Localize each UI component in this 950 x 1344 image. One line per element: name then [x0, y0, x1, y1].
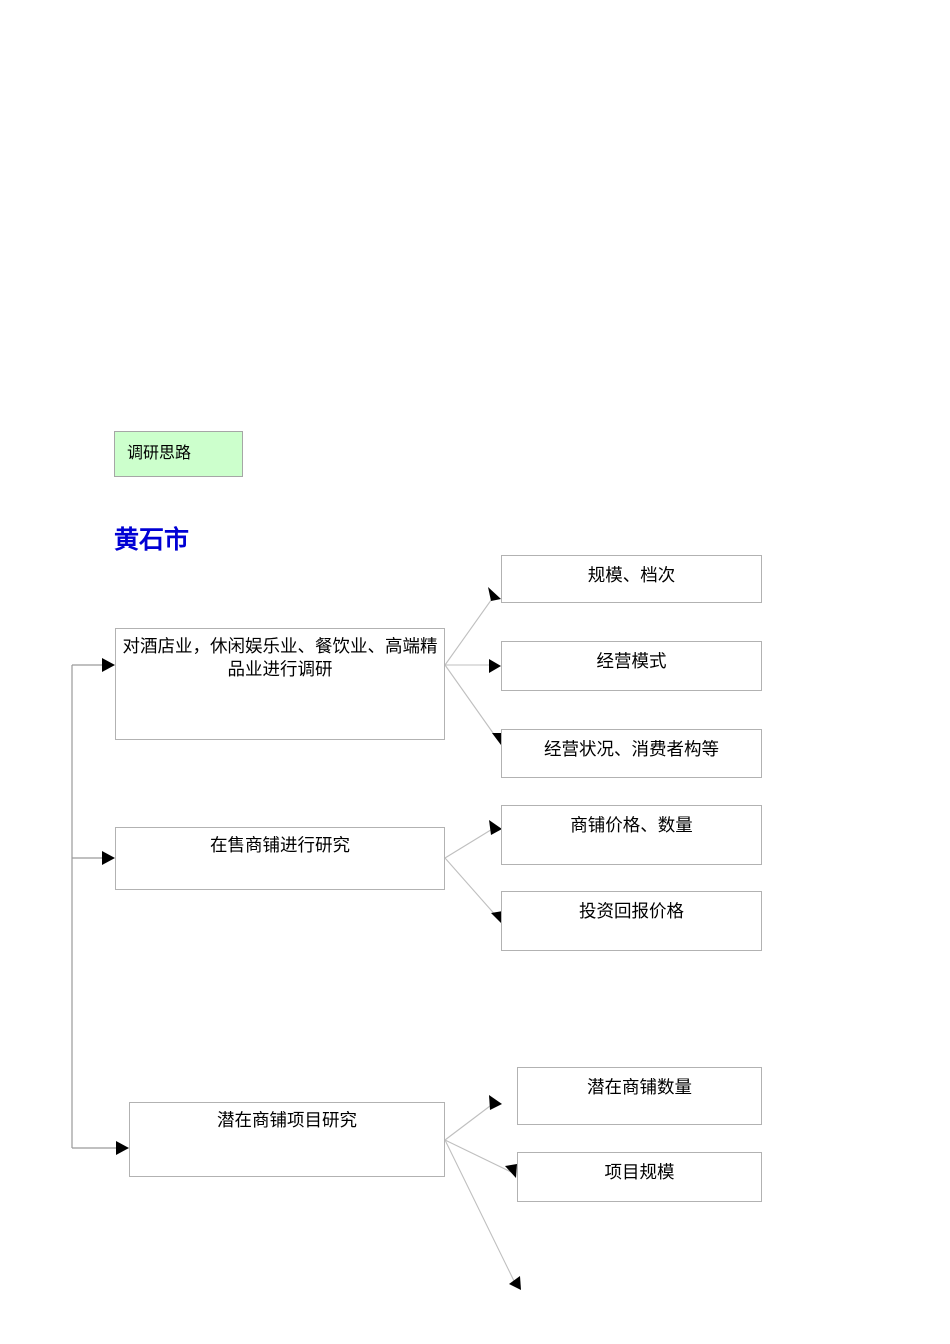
node-leaf-3-2-label: 项目规模 — [604, 1162, 675, 1182]
branch3-arrow-1 — [489, 1095, 502, 1110]
feeder-arrow-3 — [116, 1141, 129, 1155]
feeder-arrow-1 — [102, 658, 115, 672]
node-leaf-2-1[interactable]: 商铺价格、数量 — [501, 805, 762, 865]
node-main-branch-2[interactable]: 在售商铺进行研究 — [115, 827, 445, 890]
node-leaf-2-2-label: 投资回报价格 — [579, 901, 684, 921]
branch2-line-2 — [444, 857, 499, 919]
legend-box: 调研思路 — [114, 431, 243, 477]
branch3-line-2 — [444, 1139, 512, 1173]
node-leaf-1-2[interactable]: 经营模式 — [501, 641, 762, 691]
node-leaf-2-2[interactable]: 投资回报价格 — [501, 891, 762, 951]
node-main-branch-3-label: 潜在商铺项目研究 — [217, 1110, 357, 1130]
node-main-branch-2-label: 在售商铺进行研究 — [210, 835, 350, 855]
branch1-arrow-1 — [488, 587, 501, 601]
branch3-arrow-3 — [509, 1276, 521, 1290]
node-leaf-3-1-label: 潜在商铺数量 — [587, 1077, 692, 1097]
node-leaf-3-2[interactable]: 项目规模 — [517, 1152, 762, 1202]
branch3-line-1 — [444, 1102, 495, 1141]
node-leaf-3-1[interactable]: 潜在商铺数量 — [517, 1067, 762, 1125]
node-leaf-1-3[interactable]: 经营状况、消费者构等 — [501, 729, 762, 778]
node-leaf-2-1-label: 商铺价格、数量 — [570, 815, 693, 835]
branch3-line-3 — [444, 1139, 517, 1286]
feeder-arrow-2 — [102, 851, 115, 865]
node-main-branch-3[interactable]: 潜在商铺项目研究 — [129, 1102, 445, 1177]
node-leaf-1-2-label: 经营模式 — [596, 651, 667, 671]
branch3-arrow-2 — [505, 1164, 517, 1178]
node-leaf-1-1[interactable]: 规模、档次 — [501, 555, 762, 603]
node-leaf-1-1-label: 规模、档次 — [587, 565, 676, 585]
node-main-branch-1-label: 对酒店业，休闲娱乐业、餐饮业、高端精品业进行调研 — [122, 636, 438, 680]
branch2-line-1 — [444, 827, 495, 859]
branch1-line-1 — [444, 595, 495, 666]
branch1-line-3 — [444, 664, 499, 741]
page-title: 黄石市 — [114, 527, 190, 554]
legend-label: 调研思路 — [127, 445, 192, 463]
node-main-branch-1[interactable]: 对酒店业，休闲娱乐业、餐饮业、高端精品业进行调研 — [115, 628, 445, 740]
branch1-arrow-2 — [489, 659, 501, 673]
node-leaf-1-3-label: 经营状况、消费者构等 — [544, 739, 719, 759]
